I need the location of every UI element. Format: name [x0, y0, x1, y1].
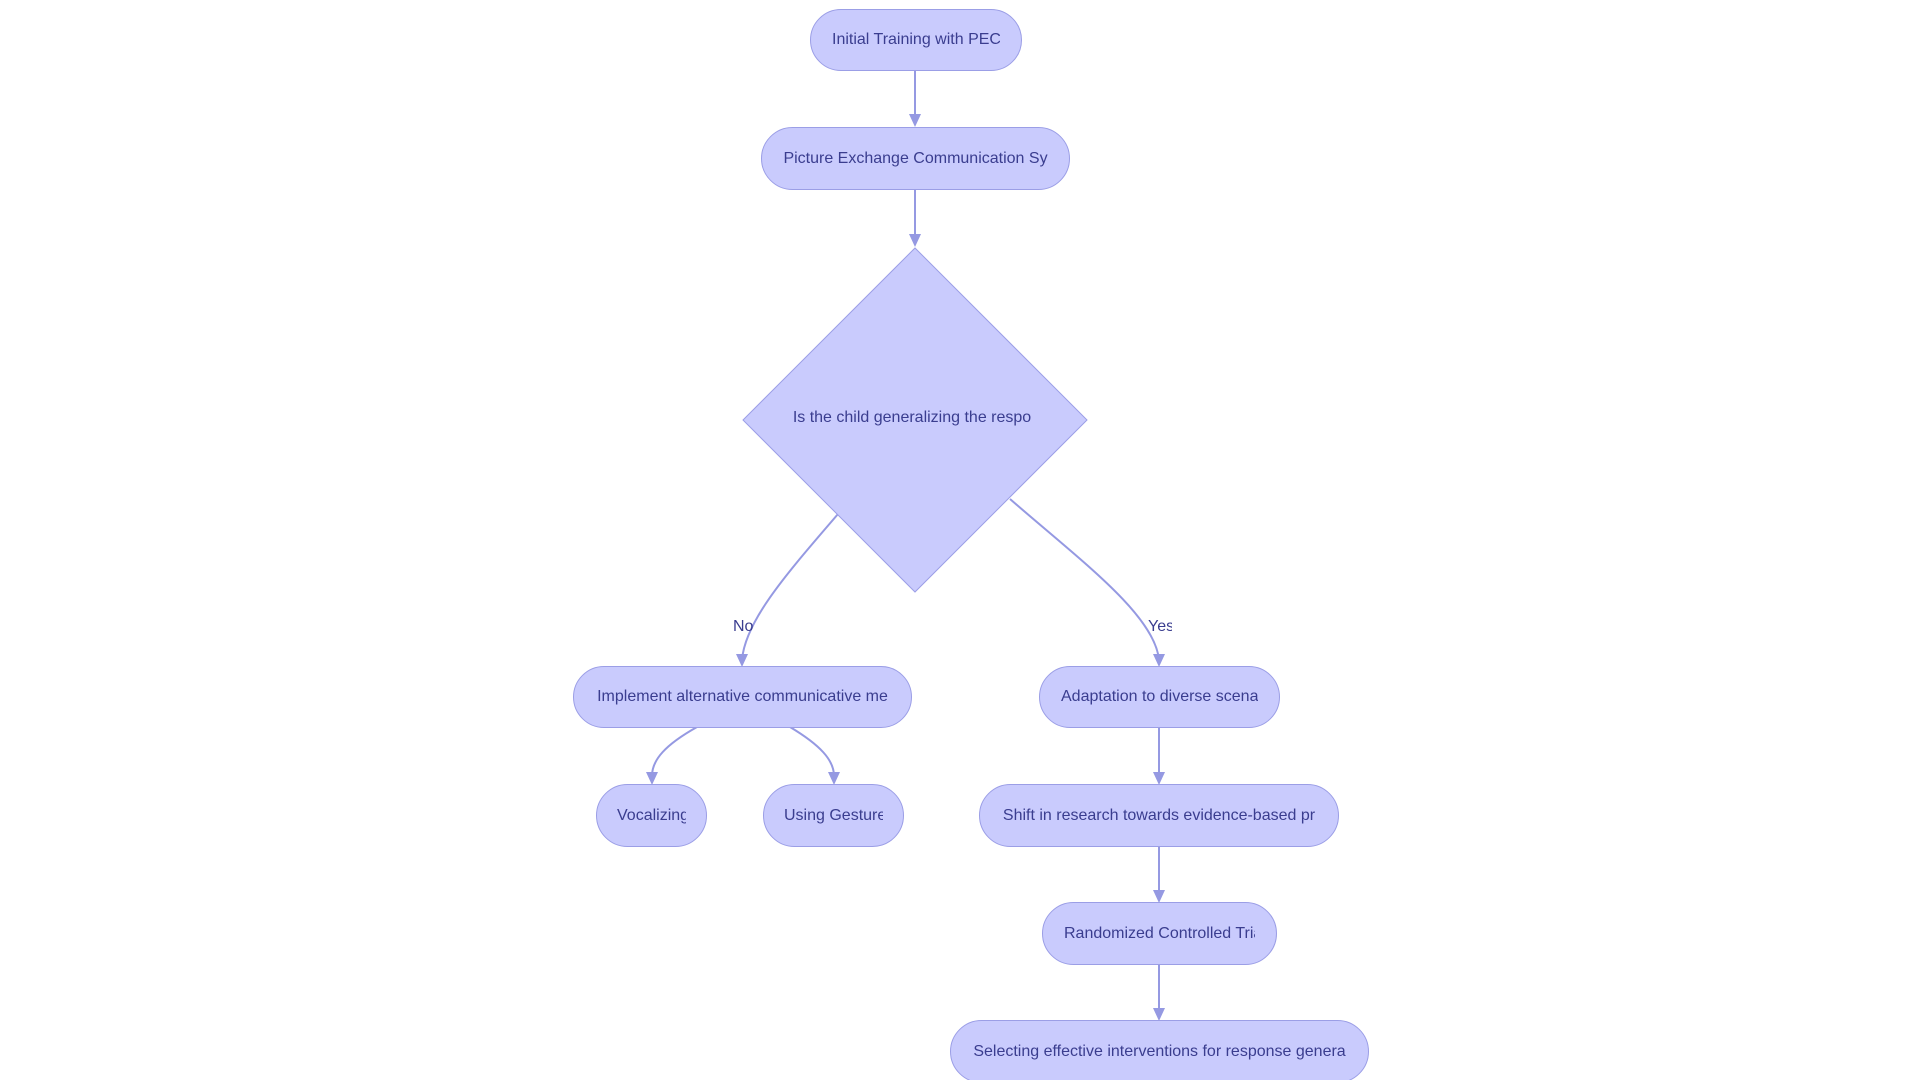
- node-alternative-methods-label: Implement alternative communicative me: [597, 688, 888, 705]
- node-shift-research[interactable]: Shift in research towards evidence-based…: [979, 784, 1339, 847]
- arrowhead-shift: [1153, 772, 1165, 785]
- decision-node[interactable]: Is the child generalizing the respo: [742, 247, 1088, 593]
- node-vocalizing[interactable]: Vocalizing: [596, 784, 707, 847]
- edge-alt-to-gestures: [789, 726, 835, 777]
- arrowhead-selecting: [1153, 1008, 1165, 1021]
- node-rct-label: Randomized Controlled Tria: [1064, 924, 1255, 942]
- edge-decision-yes: [1009, 498, 1160, 661]
- edge-alt-to-vocalizing: [651, 726, 698, 777]
- node-selecting-interventions[interactable]: Selecting effective interventions for re…: [950, 1020, 1369, 1080]
- arrowhead-rct: [1153, 890, 1165, 903]
- arrowhead-pecs: [909, 114, 921, 127]
- node-initial-training[interactable]: Initial Training with PECS: [810, 9, 1022, 71]
- arrowhead-vocalizing: [646, 772, 658, 785]
- node-gestures[interactable]: Using Gesture: [763, 784, 904, 847]
- node-alternative-methods[interactable]: Implement alternative communicative me: [573, 666, 912, 728]
- edge-label-yes: Yes: [1148, 618, 1172, 635]
- node-vocalizing-label: Vocalizing: [617, 806, 686, 824]
- edge-label-no: No: [733, 618, 753, 635]
- node-initial-training-label: Initial Training with PECS: [832, 31, 1000, 48]
- node-selecting-interventions-label: Selecting effective interventions for re…: [973, 1042, 1346, 1060]
- decision-label: Is the child generalizing the respo: [792, 409, 1032, 426]
- node-rct[interactable]: Randomized Controlled Tria: [1042, 902, 1277, 965]
- decision-diamond-shape: [742, 247, 1088, 593]
- node-pecs-label: Picture Exchange Communication Sy: [783, 149, 1048, 167]
- arrowhead-adaptation: [1153, 654, 1165, 667]
- node-shift-research-label: Shift in research towards evidence-based…: [1002, 806, 1316, 824]
- node-pecs[interactable]: Picture Exchange Communication Sy: [761, 127, 1070, 190]
- arrowhead-decision: [909, 234, 921, 247]
- node-gestures-label: Using Gesture: [784, 806, 883, 824]
- arrowhead-alternative: [736, 654, 748, 667]
- arrowhead-gestures: [828, 772, 840, 785]
- node-adaptation[interactable]: Adaptation to diverse scena: [1039, 666, 1280, 728]
- node-adaptation-label: Adaptation to diverse scena: [1061, 688, 1258, 705]
- edge-decision-no: [741, 513, 839, 661]
